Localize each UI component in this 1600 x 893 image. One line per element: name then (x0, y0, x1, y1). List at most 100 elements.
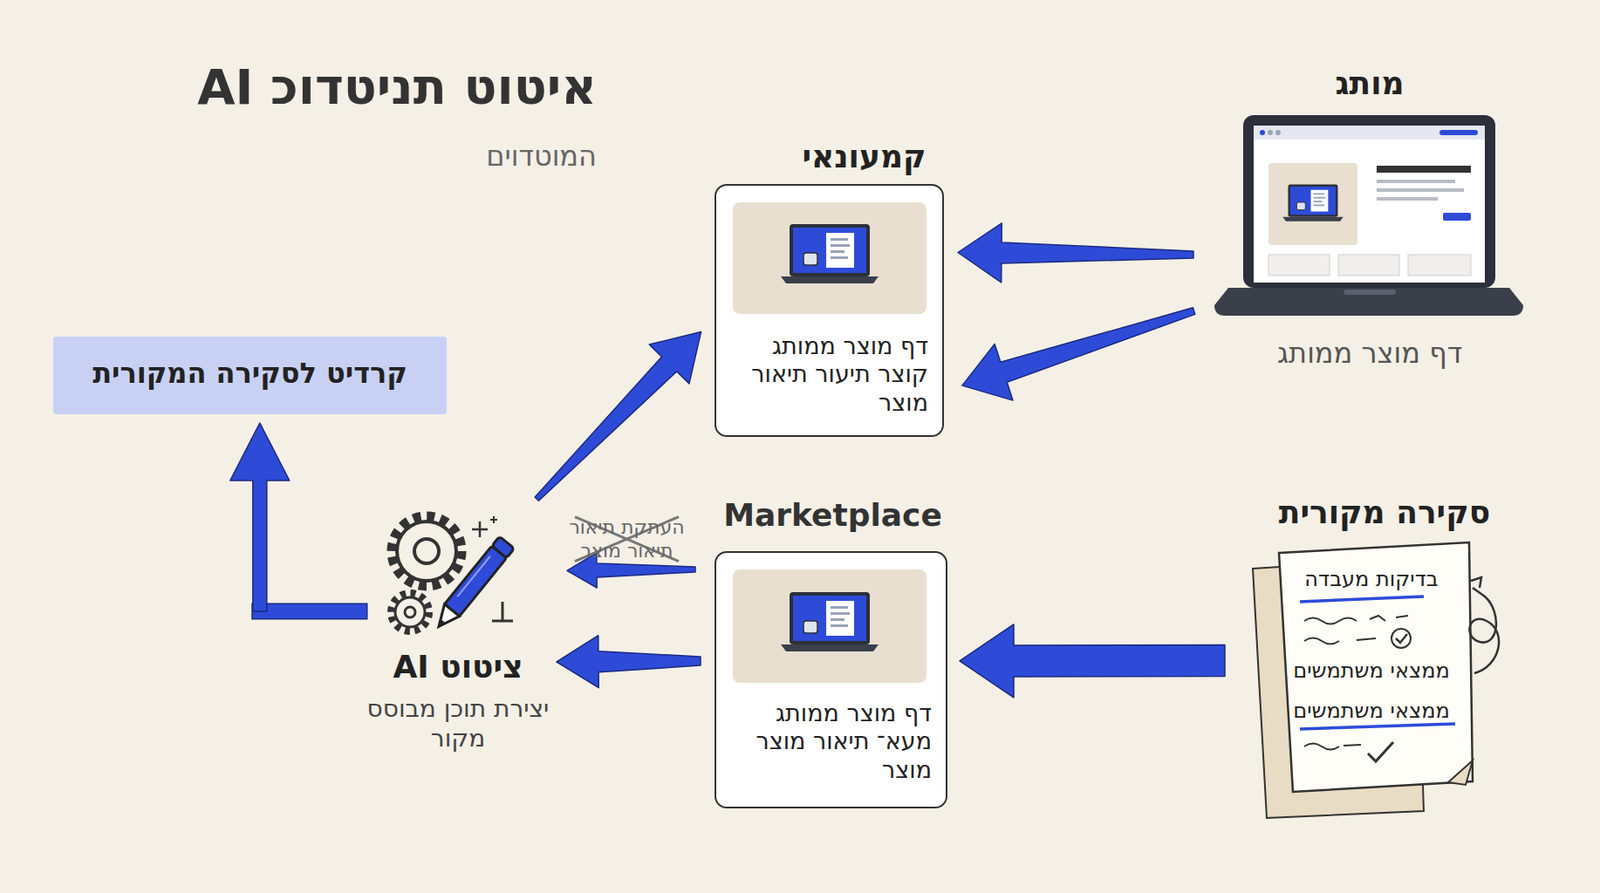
browser-dot (1259, 129, 1265, 136)
node-heading: קמעונאי (749, 137, 979, 176)
review-document (1252, 542, 1499, 819)
gear-hub (404, 607, 416, 618)
marketplace-panel (732, 569, 927, 684)
arrow-shape (957, 223, 1194, 283)
brand-node: מותג דף מוצר ממותג (1203, 61, 1536, 376)
arrow-shape (556, 635, 701, 689)
gear-hub (414, 539, 439, 564)
text-line (1376, 179, 1456, 184)
curly-arrow-head (1470, 577, 1482, 589)
laptop-screen (1253, 125, 1485, 283)
gear-teeth (390, 593, 430, 632)
pen (457, 556, 491, 598)
node-heading: מותג (1203, 64, 1536, 103)
arrow-shape (567, 553, 696, 589)
text-line (1376, 197, 1438, 201)
curly-arrow (1469, 588, 1499, 674)
pen (430, 604, 459, 633)
scribble (1304, 638, 1376, 645)
arrow-outline (259, 603, 360, 621)
credit-box: קרדיט לסקירה המקורית (53, 336, 447, 415)
marketplace-panel (780, 592, 879, 652)
diagram-title: איטוט תניטדוכ AI (197, 57, 597, 117)
arrow-shape (534, 331, 701, 501)
retailer-panel (780, 224, 879, 284)
brand-laptop (1214, 115, 1524, 316)
arrow-shaft (259, 604, 360, 619)
text-line (1376, 188, 1464, 192)
ai-icon (390, 516, 515, 633)
node-text: דף מוצר ממותג קוצר תיעור תיאור מוצר (731, 332, 929, 418)
retailer-panel (732, 202, 927, 315)
cross-out (574, 517, 679, 562)
ai-node: ציטוט AI יצירת תוכן מבוסס מקור (366, 510, 550, 764)
arrow-shape (959, 624, 1225, 698)
node-text: ממצאי משתמשים (1266, 658, 1477, 684)
check-mark (1395, 634, 1408, 643)
scribble (1304, 615, 1409, 625)
flow-arrow (567, 553, 696, 589)
laptop-bezel (1243, 115, 1496, 288)
thumbnail (1408, 254, 1471, 276)
flow-arrow (962, 307, 1196, 401)
buy-button (1442, 212, 1471, 221)
subtitle-text: המוטדוים (485, 139, 597, 173)
crossed-edge-label: העתקת תיאור תיאור מוצר (567, 515, 686, 564)
node-heading: סקירה מקורית (1249, 493, 1520, 532)
laptop-notch (1343, 289, 1396, 295)
underline (1299, 724, 1456, 730)
pen-stand (492, 601, 513, 622)
thumbnail (1338, 254, 1400, 276)
flow-arrow (534, 331, 701, 501)
front-sheet (1278, 542, 1473, 793)
pen (444, 546, 507, 617)
flow-arrow (230, 423, 360, 612)
back-sheet (1252, 558, 1424, 819)
laptop-base (1214, 287, 1524, 316)
browser-bar (1253, 125, 1485, 140)
pen (436, 619, 446, 630)
product-image (1268, 163, 1358, 246)
cross-out (574, 517, 679, 562)
image-panel (732, 202, 927, 315)
browser-dot (1267, 129, 1273, 136)
page-fold (1448, 760, 1473, 786)
node-text: ממצאי משתמשים (1266, 698, 1477, 725)
browser-pill (1439, 129, 1478, 136)
thumbnail (1268, 254, 1330, 276)
node-heading: ציטוט AI (366, 648, 550, 686)
arrow-shape (962, 307, 1196, 401)
gear (396, 521, 457, 582)
node-text: יצירת תוכן מבוסס מקור (366, 694, 550, 753)
image-panel (732, 569, 927, 684)
pen (430, 536, 514, 633)
scribble (1304, 744, 1361, 751)
node-text: דף מוצר ממותג (1203, 336, 1536, 370)
sparkle (490, 516, 498, 524)
text-line (1376, 165, 1471, 173)
flow-arrow (959, 624, 1225, 698)
gear (395, 597, 425, 628)
gear-teeth (391, 516, 462, 587)
node-heading: Marketplace (716, 496, 950, 534)
retailer-box: קמעונאידף מוצר ממותג קוצר תיעור תיאור מו… (714, 184, 944, 438)
marketplace-box: Marketplaceדף מוצר ממותג מעא־ תיאור מוצר… (714, 551, 948, 809)
node-text: דף מוצר ממותג מעא־ תיאור מוצר מוצר (733, 699, 932, 785)
arrow-shape (230, 423, 290, 612)
flow-arrow (957, 223, 1194, 283)
underline (1299, 596, 1424, 602)
check-mark (1367, 742, 1394, 762)
pen (492, 536, 515, 559)
browser-dot (1275, 129, 1281, 136)
node-heading: קרדיט לסקירה המקורית (53, 356, 447, 390)
flow-arrow (556, 635, 701, 689)
sparkle (471, 521, 488, 538)
check-circle (1391, 629, 1411, 649)
brand-laptop (1282, 184, 1343, 222)
node-text: בדיקות מעבדה (1266, 567, 1477, 593)
